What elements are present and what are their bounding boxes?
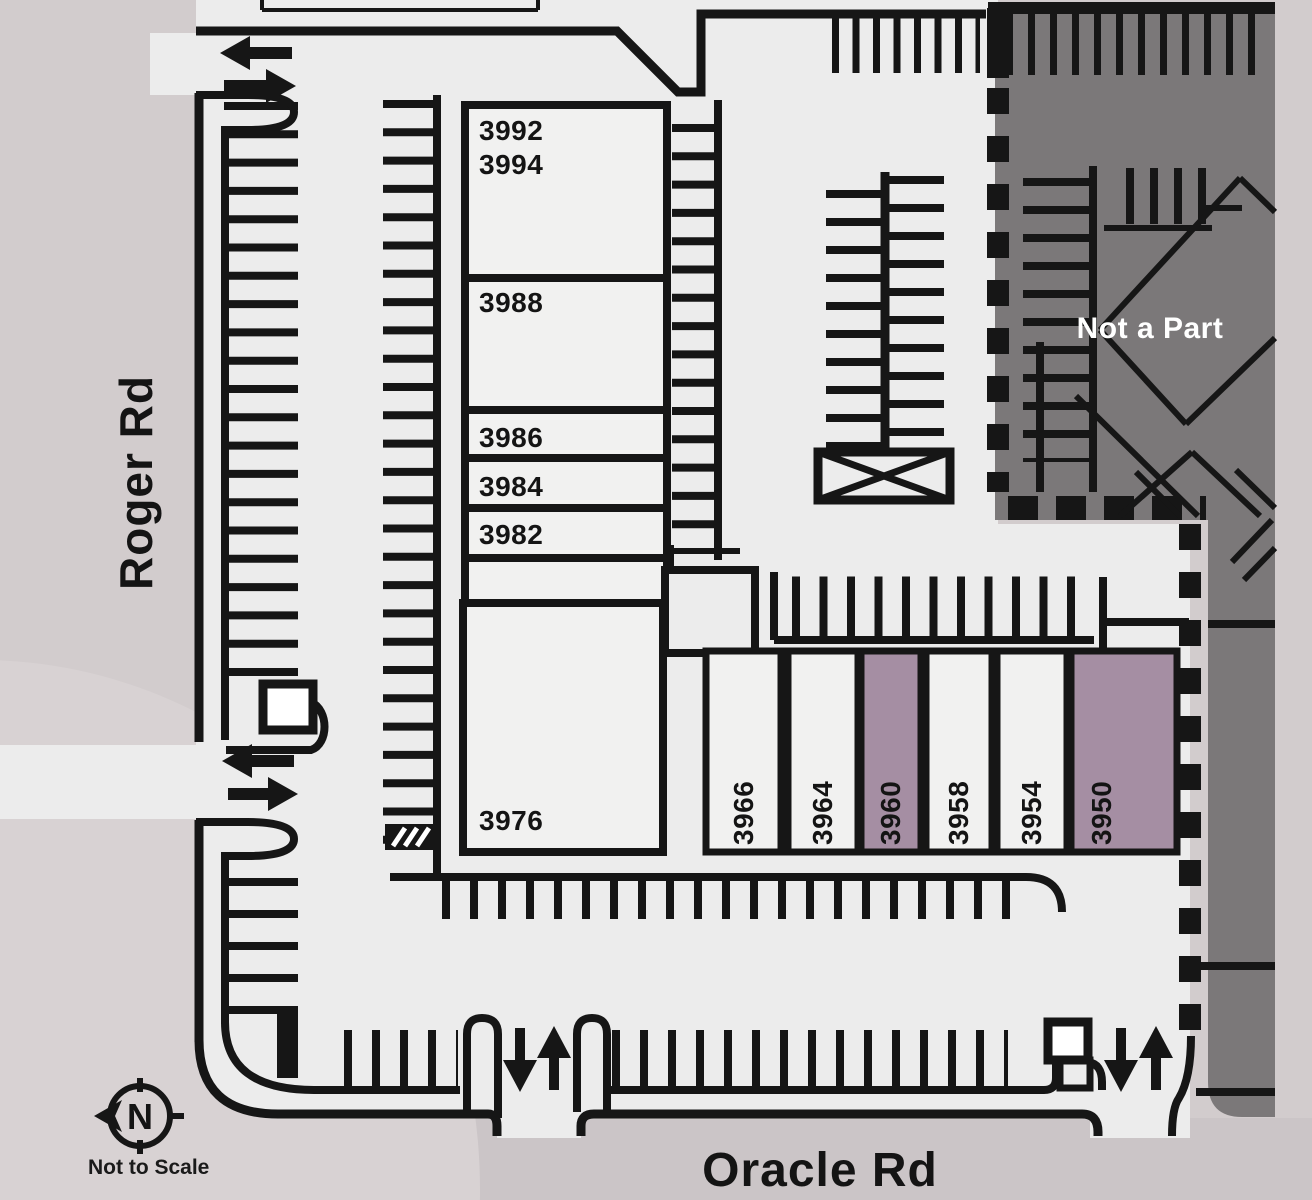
unit-3992-3994 (461, 101, 671, 282)
unit-label-3958: 3958 (943, 781, 974, 845)
unit-label-3992: 3992 (479, 115, 543, 146)
labels: Roger Rd Oracle Rd Not a Part Not to Sca… (88, 115, 1223, 1197)
unit-label-3986: 3986 (479, 422, 543, 453)
sign-west (258, 679, 318, 735)
arrow-south2-down (1104, 1028, 1138, 1092)
sign-oracle-west (277, 1008, 298, 1078)
curb-lines (194, 0, 1195, 1137)
unit-label-3984: 3984 (479, 471, 543, 502)
unit-label-3960: 3960 (875, 781, 906, 845)
unit-3954 (993, 647, 1071, 856)
unit-3988 (461, 274, 671, 414)
unit-3958 (922, 647, 996, 856)
unit-3966 (702, 647, 785, 856)
compass-letter: N (127, 1096, 153, 1137)
hatched-marker (385, 824, 433, 850)
unit-label-3976: 3976 (479, 805, 543, 836)
not-a-part-label: Not a Part (1077, 312, 1224, 345)
arrow-west-out (224, 69, 296, 103)
sign-south (1043, 1017, 1093, 1065)
not-a-part-parcel-lines (1036, 166, 1278, 1096)
traffic-arrows (220, 36, 1173, 1092)
pad-building (661, 566, 759, 657)
unit-label-3994: 3994 (479, 149, 543, 180)
compass-rose: N (94, 1078, 184, 1154)
arrow-west-in (220, 36, 292, 70)
unit-3976 (459, 599, 667, 856)
arrow-mid-out (228, 777, 298, 811)
unit-label-3964: 3964 (807, 781, 838, 845)
unit-label-3966: 3966 (728, 781, 759, 845)
unit-3950-highlighted (1067, 647, 1181, 856)
arrow-south2-up (1139, 1026, 1173, 1090)
road-label-oracle: Oracle Rd (702, 1144, 938, 1197)
unit-3964 (784, 647, 862, 856)
road-label-roger: Roger Rd (110, 375, 162, 590)
unit-small (461, 554, 671, 607)
unit-label-3954: 3954 (1016, 781, 1047, 845)
unit-label-3988: 3988 (479, 287, 543, 318)
south-building (702, 647, 1181, 856)
arrow-south1-up (537, 1026, 571, 1090)
unit-label-3982: 3982 (479, 519, 543, 550)
arrow-mid-in (222, 744, 294, 778)
unit-label-3950: 3950 (1086, 781, 1117, 845)
monument-signs (258, 679, 1094, 1092)
crosshatch-enclosure (813, 447, 955, 505)
parking-stripes (224, 13, 1270, 1090)
west-building (459, 101, 759, 856)
unit-3960-highlighted (857, 647, 925, 856)
arrow-south1-down (503, 1028, 537, 1092)
north-arrow-icon (94, 1100, 122, 1132)
not-to-scale-label: Not to Scale (88, 1156, 209, 1179)
